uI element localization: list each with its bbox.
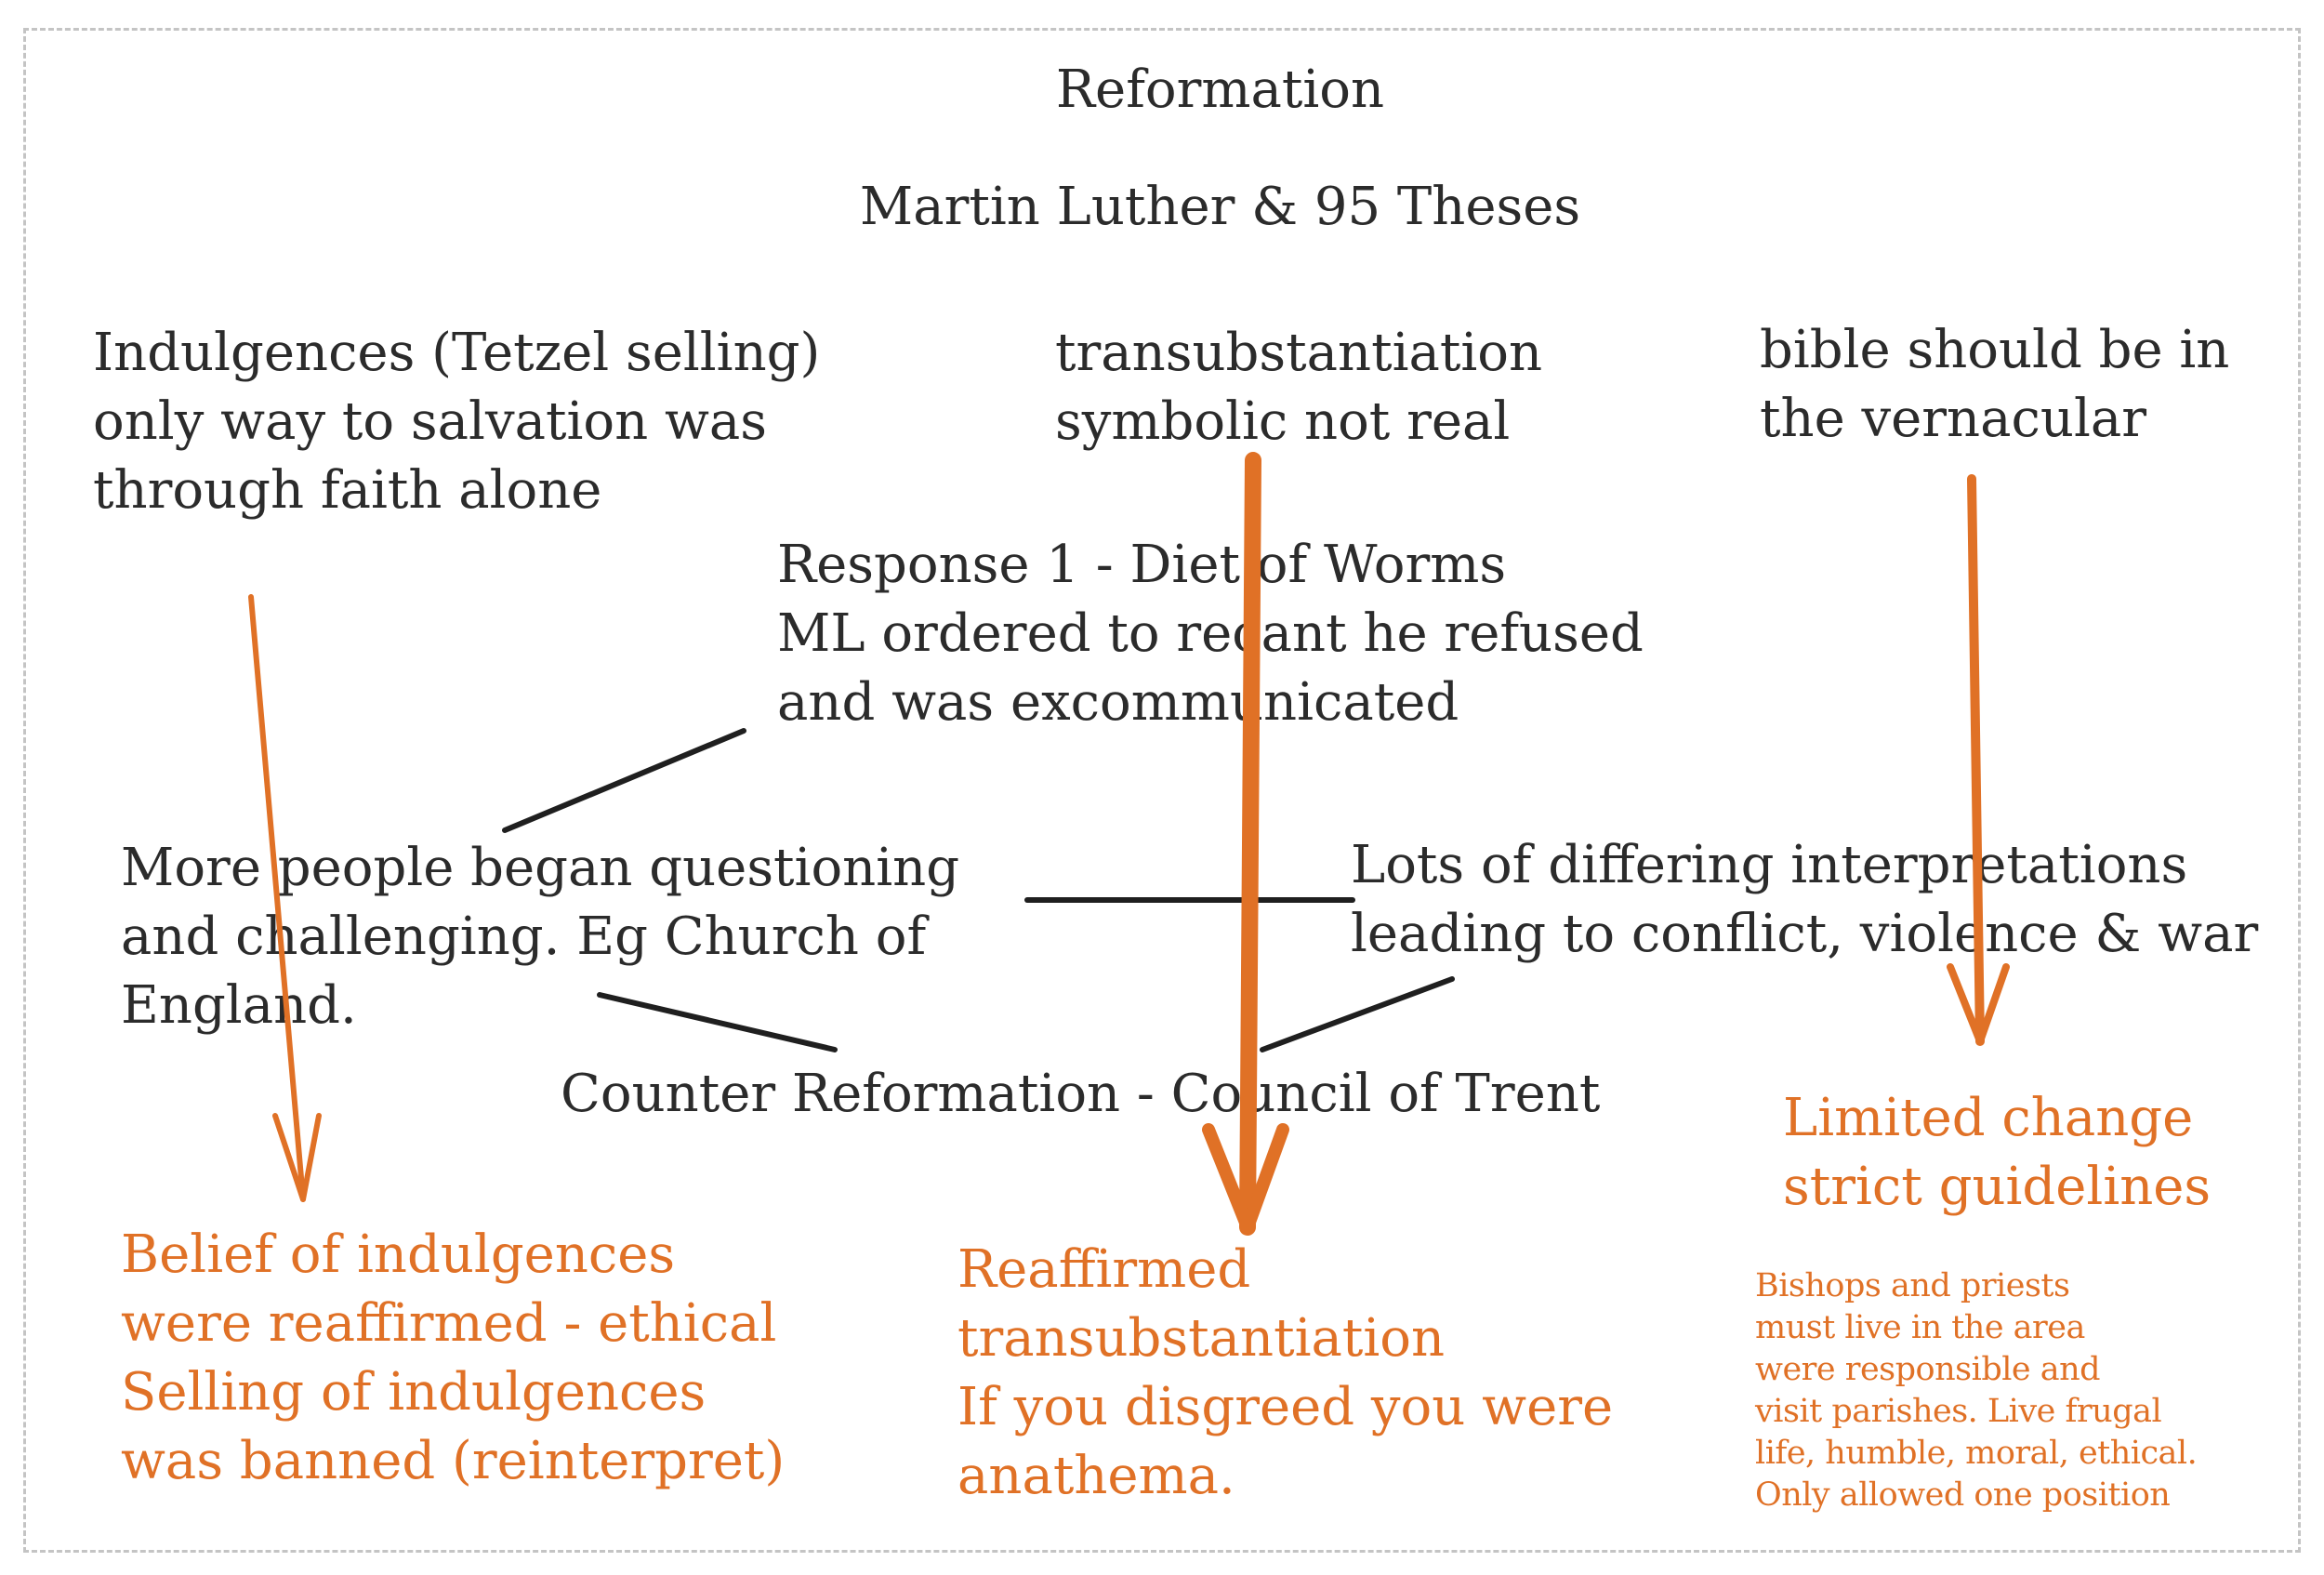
node-text-line: Indulgences (Tetzel selling) [93,323,821,383]
arrow-shaft [248,594,306,1202]
outcome-text-line: Reaffirmed [957,1239,1251,1300]
outcome-text-line: were responsible and [1755,1351,2101,1388]
outcome-text-line: Only allowed one position [1755,1476,2171,1514]
outcome-text-line: If you disgreed you were [957,1377,1614,1437]
arrow-head [272,1113,322,1202]
outcome-text-line: must live in the area [1755,1309,2085,1346]
arrow-shaft [1967,474,1985,1046]
outcome-text-line: Limited change [1783,1088,2194,1148]
outcome-text-line: anathema. [957,1446,1235,1506]
outcome-text-line: Bishops and priests [1755,1267,2070,1304]
outcome-vernacular: Limited change strict guidelines [1783,1084,2211,1222]
arrow-shaft [1239,452,1261,1236]
outcome-bishops: Bishops and priests must live in the are… [1755,1265,2198,1516]
node-text-line: ML ordered to recant he refused [777,603,1644,664]
node-counter-reformation: Counter Reformation - Council of Trent [561,1060,1600,1129]
node-text-line: transubstantiation [1055,323,1543,383]
node-text-line: Response 1 - Diet of Worms [777,535,1507,595]
node-text-line: the vernacular [1760,389,2147,449]
node-vernacular: bible should be in the vernacular [1760,316,2229,454]
outcome-text-line: life, humble, moral, ethical. [1755,1435,2198,1472]
arrow-head [1947,963,2010,1045]
arrow-vernacular [1947,474,2010,1046]
arrow-head [1202,1123,1289,1234]
node-text-line: More people began questioning [121,838,960,898]
outcome-text-line: strict guidelines [1783,1157,2212,1217]
connector-questioning-to-counter [597,992,838,1052]
node-text-line: Lots of differing interpretations [1351,835,2188,895]
outcome-text-line: Selling of indulgences [121,1362,706,1423]
node-questioning: More people began questioning and challe… [121,834,959,1040]
outcome-text-line: Belief of indulgences [121,1224,676,1285]
node-text-line: bible should be in [1760,320,2230,380]
outcome-text-line: was banned (reinterpret) [121,1431,786,1491]
node-text-line: and was excommunicated [777,672,1459,733]
outcome-text-line: transubstantiation [957,1308,1446,1369]
node-text-line: only way to salvation was [93,391,768,452]
outcome-text-line: visit parishes. Live frugal [1755,1393,2162,1430]
node-text-line: leading to conflict, violence & war [1351,904,2259,964]
node-text-line: and challenging. Eg Church of [121,907,927,967]
arrow-transubstantiation [1202,452,1289,1236]
node-transubstantiation: transubstantiation symbolic not real [1055,319,1542,457]
node-text-line: symbolic not real [1055,391,1511,452]
node-text-line: through faith alone [93,460,602,521]
connector-response-to-questioning [502,728,746,833]
outcome-indulgences: Belief of indulgences were reaffirmed - … [121,1221,785,1496]
outcome-transubstantiation: Reaffirmed transubstantiation If you dis… [957,1236,1613,1511]
node-text-line: England. [121,975,357,1036]
page-title: Reformation [1055,60,1385,120]
arrow-indulgences [248,594,322,1202]
node-response-1: Response 1 - Diet of Worms ML ordered to… [777,531,1644,737]
node-text-line: Counter Reformation - Council of Trent [561,1064,1601,1124]
dashed-border [23,28,2301,1553]
outcome-text-line: were reaffirmed - ethical [121,1293,777,1354]
page-subtitle: Martin Luther & 95 Theses [859,177,1581,237]
connector-interpretations-to-counter [1260,976,1455,1052]
node-interpretations: Lots of differing interpretations leadin… [1351,831,2258,969]
node-indulgences: Indulgences (Tetzel selling) only way to… [93,319,820,525]
